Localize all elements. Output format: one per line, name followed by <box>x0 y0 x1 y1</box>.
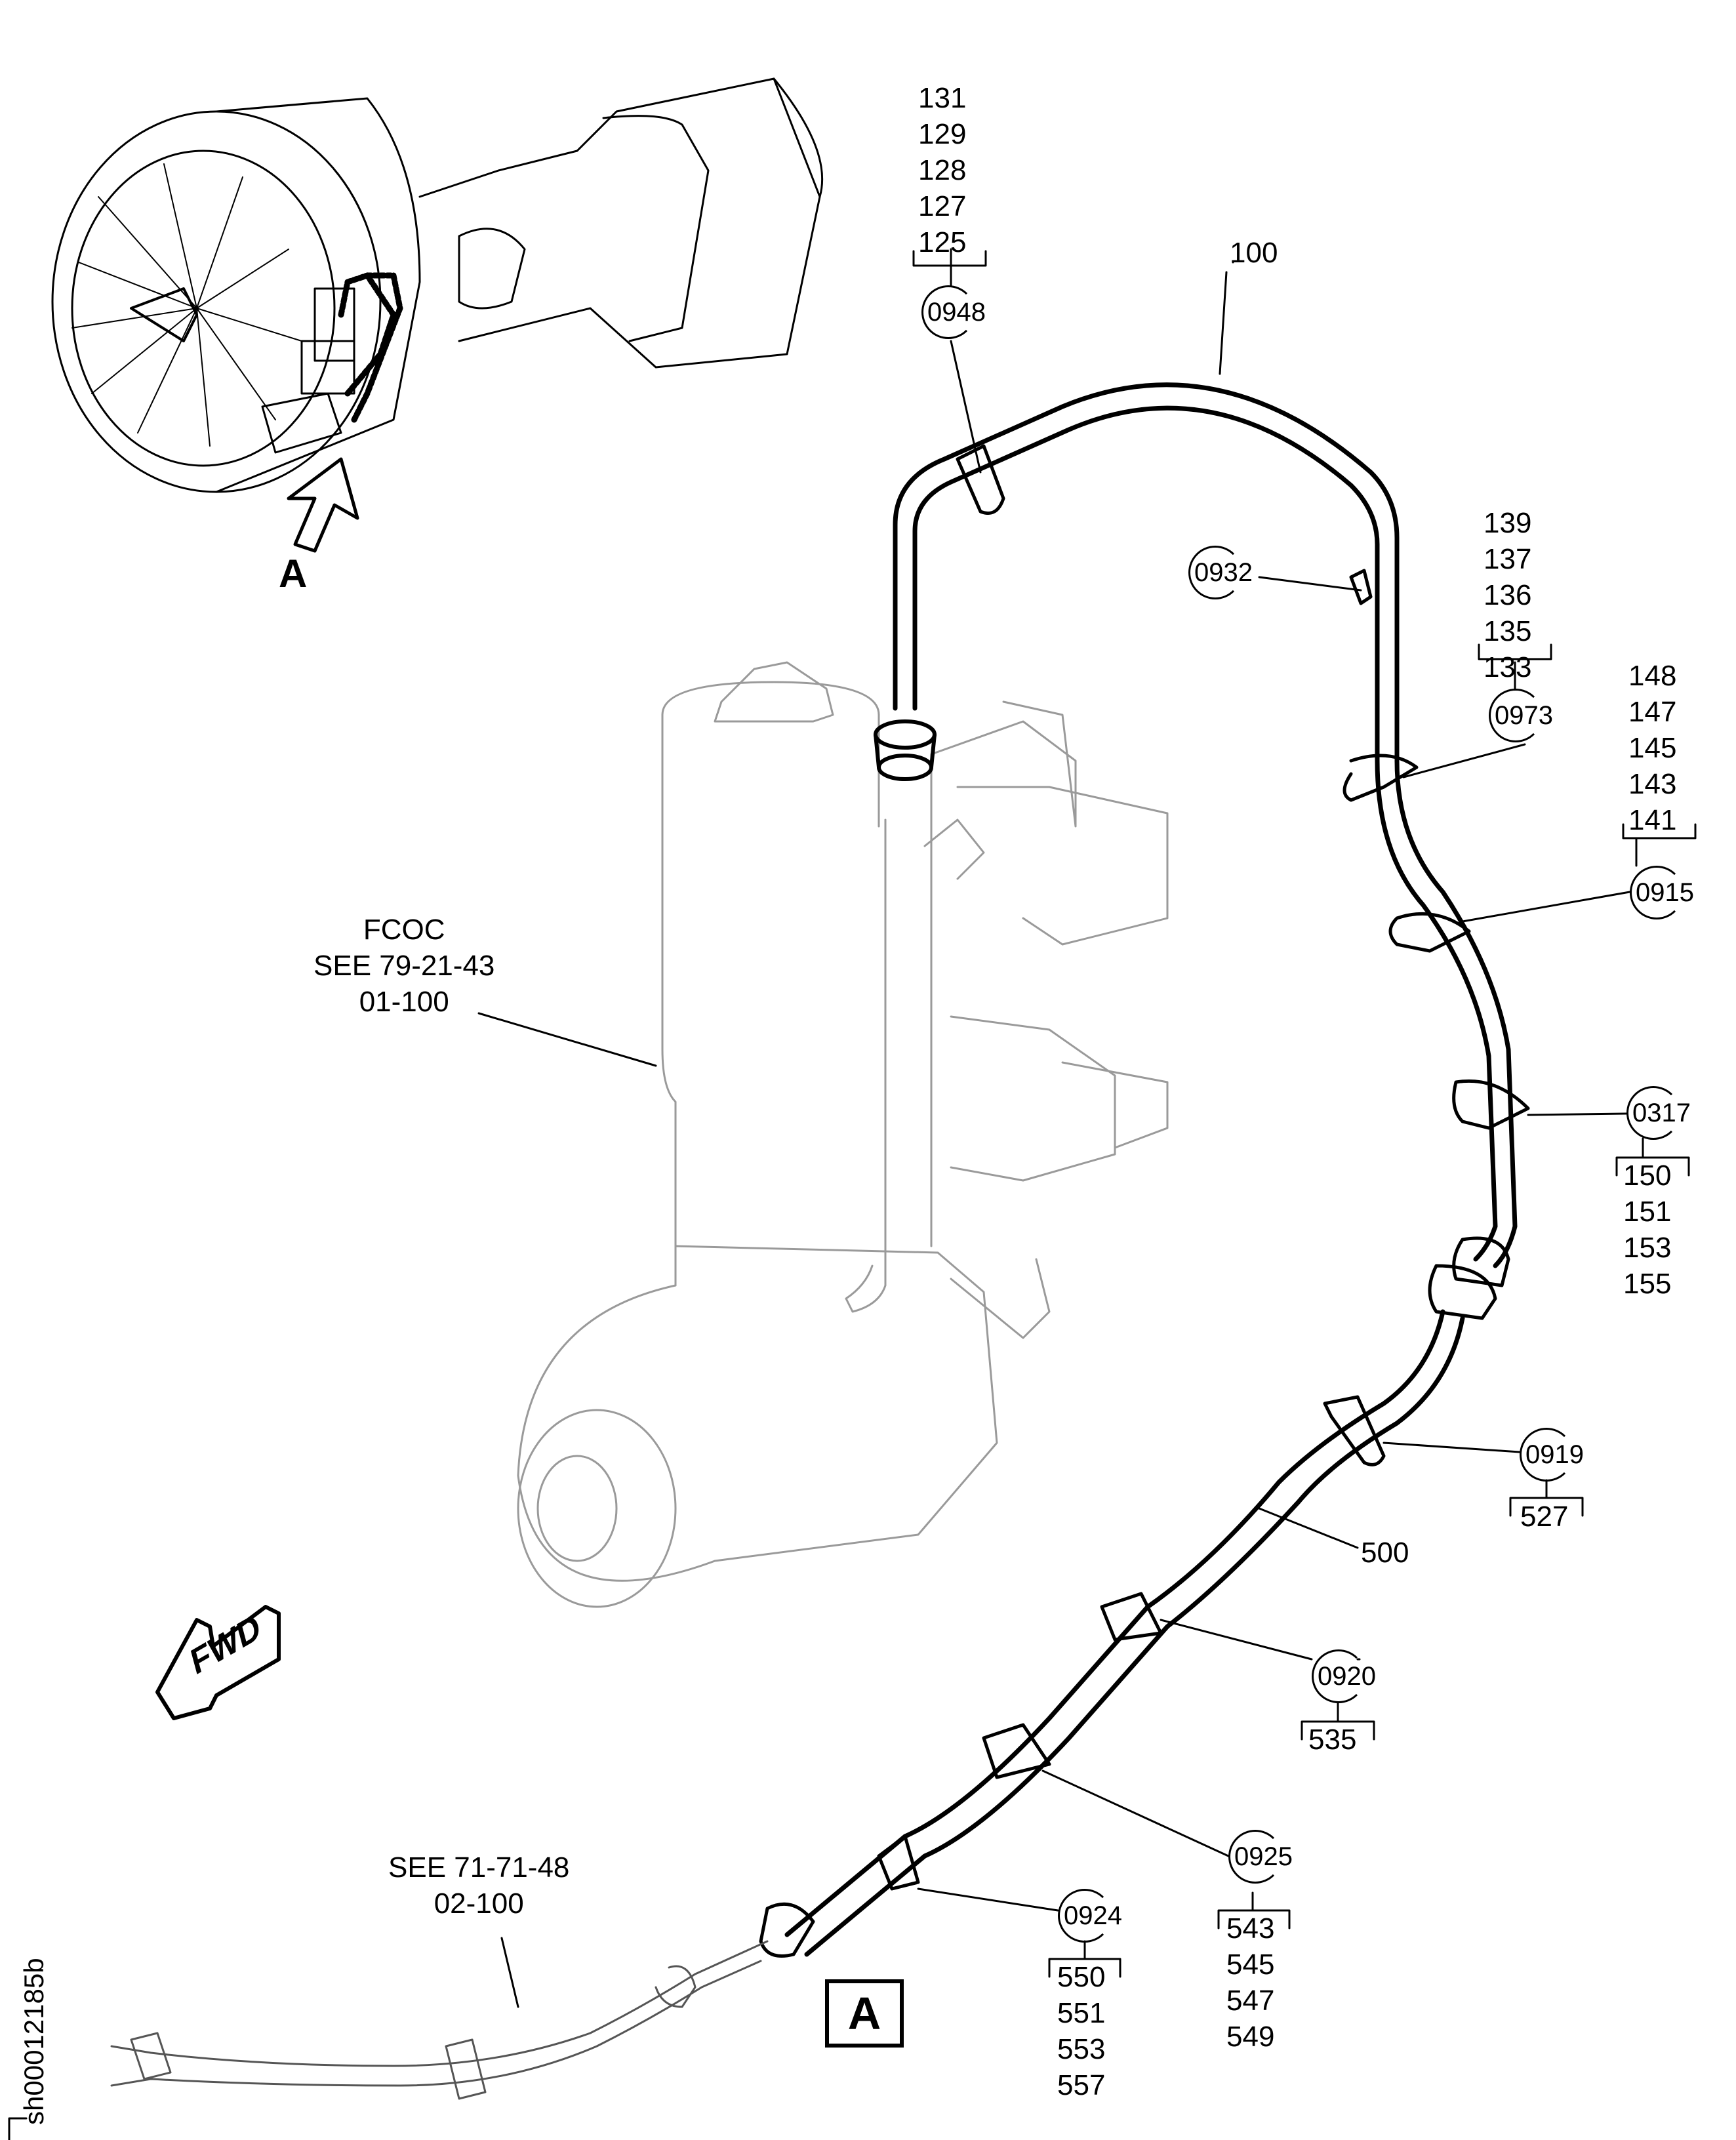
leader-lines <box>477 248 1644 2008</box>
item-number: 153 <box>1623 1232 1672 1264</box>
fcoc-see-ref: SEE 79-21-43 <box>313 950 495 982</box>
item-number: 543 <box>1226 1912 1275 1945</box>
item-number: 150 <box>1623 1160 1672 1192</box>
callout-0925[interactable]: 0925 <box>1228 1830 1293 1884</box>
view-box-label: A <box>847 1988 881 2039</box>
downstream-figure-ref: 02-100 <box>434 1888 524 1920</box>
lower-clamps <box>759 1395 1386 1958</box>
item-number: 547 <box>1226 1985 1275 2017</box>
tube-fitting-top <box>874 719 937 781</box>
sheet-id: sh00012185b <box>18 1958 49 2125</box>
item-number: 545 <box>1226 1948 1275 1981</box>
item-number: 550 <box>1057 1961 1106 1993</box>
item-number: 553 <box>1057 2033 1106 2065</box>
fcoc-reference[interactable]: FCOC SEE 79-21-43 01-100 <box>313 912 495 1020</box>
fcoc-figure-ref: 01-100 <box>359 986 449 1018</box>
callout-id: 0919 <box>1525 1440 1584 1469</box>
fcoc-label: FCOC <box>363 914 445 946</box>
view-a-arrow-icon <box>287 457 359 553</box>
callout-0973-items: 139 137 136 135 133 <box>1484 505 1531 685</box>
downstream-reference[interactable]: SEE 71-71-48 02-100 <box>388 1849 569 1922</box>
tube-route-highlight <box>338 272 403 423</box>
callout-0948[interactable]: 0948 <box>921 285 986 339</box>
item-number: 549 <box>1226 2021 1275 2053</box>
downstream-see-ref: SEE 71-71-48 <box>388 1851 570 1884</box>
item-number: 527 <box>1520 1501 1569 1533</box>
item-number: 127 <box>918 190 967 222</box>
item-number: 151 <box>1623 1196 1672 1228</box>
item-number: 136 <box>1484 579 1532 611</box>
item-label-500: 500 <box>1361 1537 1409 1569</box>
callout-0925-items: 543 545 547 549 <box>1226 1910 1274 2055</box>
clamps <box>956 444 1530 1320</box>
item-number: 551 <box>1057 1997 1106 2029</box>
callout-id: 0925 <box>1234 1842 1293 1871</box>
item-number: 141 <box>1628 804 1677 836</box>
item-number: 125 <box>918 226 967 258</box>
item-number: 145 <box>1628 732 1677 764</box>
item-number: 129 <box>918 118 967 150</box>
callout-id: 0973 <box>1495 700 1553 730</box>
callout-0924-items: 550 551 553 557 <box>1057 1959 1105 2103</box>
item-number: 155 <box>1623 1268 1672 1300</box>
callout-0915-items: 148 147 145 143 141 <box>1628 658 1676 838</box>
fcoc-unit-illustration <box>517 661 1169 1608</box>
callout-0920-items: 535 <box>1308 1722 1356 1758</box>
callout-id: 0932 <box>1194 557 1253 587</box>
callout-id: 0948 <box>927 297 986 327</box>
callout-0919-items: 527 <box>1520 1499 1568 1535</box>
callout-0920[interactable]: 0920 <box>1312 1649 1376 1703</box>
callout-0948-items: 131 129 128 127 125 <box>918 80 966 260</box>
callout-0915[interactable]: 0915 <box>1630 866 1694 919</box>
view-a-label: A <box>279 552 308 596</box>
item-label-100: 100 <box>1230 237 1278 269</box>
item-number: 147 <box>1628 696 1677 728</box>
item-brackets <box>8 250 1697 2140</box>
callout-id: 0317 <box>1632 1098 1691 1127</box>
item-number: 557 <box>1057 2069 1106 2101</box>
callout-0919[interactable]: 0919 <box>1520 1428 1584 1482</box>
callout-id: 0915 <box>1636 878 1694 907</box>
callout-0924[interactable]: 0924 <box>1058 1889 1122 1943</box>
item-number: 131 <box>918 82 967 114</box>
callout-0973[interactable]: 0973 <box>1489 689 1553 742</box>
item-number: 128 <box>918 154 967 186</box>
item-number: 143 <box>1628 768 1677 800</box>
tube-100 <box>893 382 1518 1268</box>
callout-0932[interactable]: 0932 <box>1188 546 1253 599</box>
fwd-arrow-icon <box>155 1605 281 1720</box>
callout-0317-items: 150 151 153 155 <box>1623 1158 1671 1302</box>
item-number: 535 <box>1308 1724 1357 1756</box>
engine-locator-illustration <box>51 77 824 493</box>
callout-id: 0920 <box>1318 1661 1376 1691</box>
downstream-tube <box>110 1940 769 2100</box>
callout-id: 0924 <box>1064 1901 1122 1930</box>
item-number: 139 <box>1484 507 1532 539</box>
item-number: 148 <box>1628 660 1677 692</box>
tube-500 <box>784 1309 1465 1957</box>
callout-0317[interactable]: 0317 <box>1626 1086 1691 1140</box>
item-number: 137 <box>1484 543 1532 575</box>
item-number: 133 <box>1484 651 1532 683</box>
item-number: 135 <box>1484 615 1532 647</box>
view-a-box: A <box>825 1979 904 2048</box>
